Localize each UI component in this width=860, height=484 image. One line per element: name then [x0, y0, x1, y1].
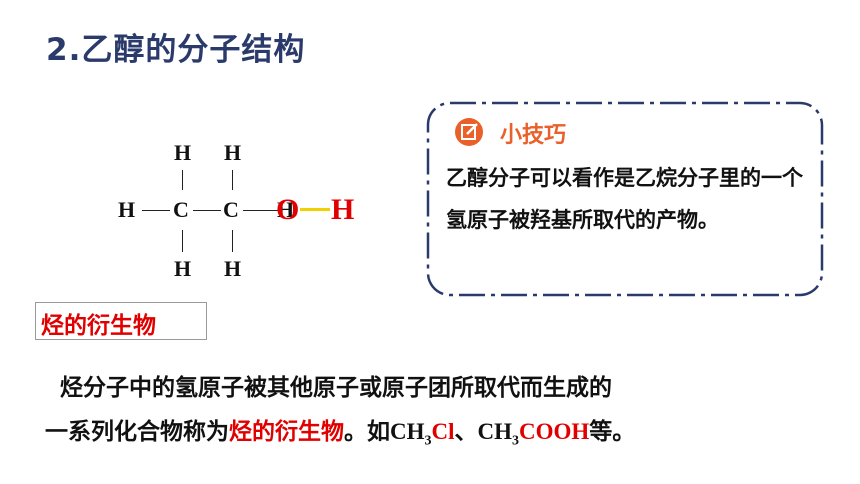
atom-h-left: H [118, 197, 136, 222]
atom-h-top-1: H [174, 140, 192, 165]
derivative-term: 烃的衍生物 [229, 419, 344, 445]
bond-c2-h-bottom [232, 230, 233, 252]
atom-h-right: H [331, 193, 355, 226]
atom-c1: C [173, 197, 189, 222]
derivative-tag: 烃的衍生物 [35, 302, 207, 340]
atom-o: O [276, 193, 300, 226]
paragraph-line-2: 一系列化合物称为烃的衍生物。如CH3Cl、CH3COOH等。 [45, 410, 835, 464]
line2-prefix: 一系列化合物称为 [45, 419, 229, 445]
atom-h-bottom-1: H [174, 256, 192, 281]
paragraph-line-1: 烃分子中的氢原子被其他原子或原子团所取代而生成的 [60, 375, 612, 401]
tip-text: 乙醇分子可以看作是乙烷分子里的一个氢原子被羟基所取代的产物。 [446, 166, 803, 232]
tip-box [426, 101, 824, 297]
formula-separator: 、 [454, 419, 478, 445]
atom-h-overlap: H [277, 197, 295, 222]
bond-c1-c2 [193, 210, 221, 211]
bond-c2-o [243, 210, 279, 211]
definition-paragraph: 烃分子中的氢原子被其他原子或原子团所取代而生成的 一系列化合物称为烃的衍生物。如… [45, 366, 835, 464]
atom-c2: C [223, 197, 239, 222]
line2-mid: 。如 [344, 419, 390, 445]
note-icon [455, 118, 483, 146]
formula-ch3cooh: CH3COOH [477, 419, 590, 449]
bond-o-h [300, 208, 330, 211]
tip-box-border [426, 101, 824, 297]
bond-c2-h-top [232, 170, 233, 190]
formula-ch3cl: CH3Cl [390, 419, 455, 449]
atom-h-bottom-2: H [224, 256, 242, 281]
tip-title: 小技巧 [500, 123, 567, 148]
ethanol-structure: H H H C C H O H H H [0, 0, 420, 300]
atom-h-top-2: H [224, 140, 242, 165]
line2-suffix: 等。 [589, 419, 636, 445]
bond-c1-h-bottom [182, 230, 183, 252]
page-title: 2.乙醇的分子结构 [46, 32, 306, 68]
bond-h-c1 [142, 210, 170, 211]
bond-c1-h-top [182, 170, 183, 190]
derivative-tag-label: 烃的衍生物 [41, 313, 156, 339]
